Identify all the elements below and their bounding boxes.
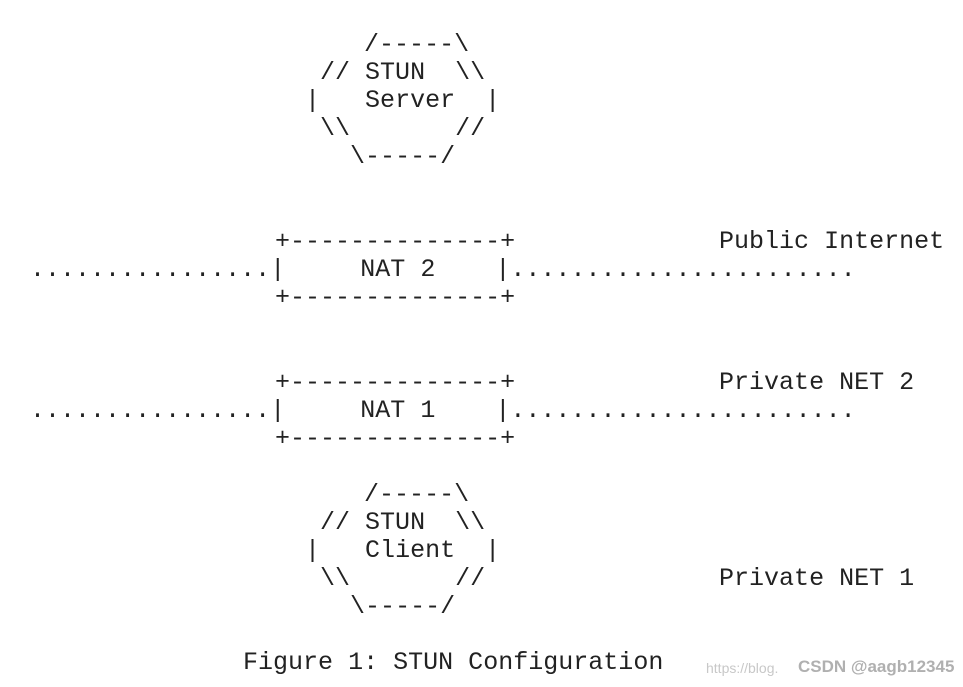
figure-caption: Figure 1: STUN Configuration bbox=[243, 648, 664, 677]
watermark-url: https://blog. bbox=[706, 660, 779, 676]
stun-client-line-3: | Client | bbox=[305, 536, 501, 565]
stun-client-line-2: // STUN \\ bbox=[320, 508, 486, 537]
stun-client-line-1: /-----\ bbox=[334, 480, 470, 509]
nat1-box-bottom: +--------------+ bbox=[275, 424, 516, 453]
nat1-box-top: +--------------+ bbox=[275, 368, 516, 397]
nat2-box-bottom: +--------------+ bbox=[275, 283, 516, 312]
watermark-brand: CSDN @aagb12345 bbox=[798, 657, 955, 676]
stun-server-line-3: | Server | bbox=[305, 86, 501, 115]
nat2-box-top: +--------------+ bbox=[275, 227, 516, 256]
stun-client-line-5: \-----/ bbox=[305, 592, 456, 621]
private-net-1-label: Private NET 1 bbox=[719, 564, 915, 593]
nat2-box-middle: ................| NAT 2 |...............… bbox=[30, 255, 856, 284]
stun-server-line-1: /-----\ bbox=[334, 30, 470, 59]
stun-server-line-2: // STUN \\ bbox=[320, 58, 486, 87]
stun-server-line-4: \\ // bbox=[305, 114, 486, 143]
stun-client-line-4: \\ // bbox=[305, 564, 486, 593]
private-net-2-label: Private NET 2 bbox=[719, 368, 915, 397]
public-internet-label: Public Internet bbox=[719, 227, 945, 256]
nat1-box-middle: ................| NAT 1 |...............… bbox=[30, 396, 856, 425]
stun-server-line-5: \-----/ bbox=[305, 142, 456, 171]
